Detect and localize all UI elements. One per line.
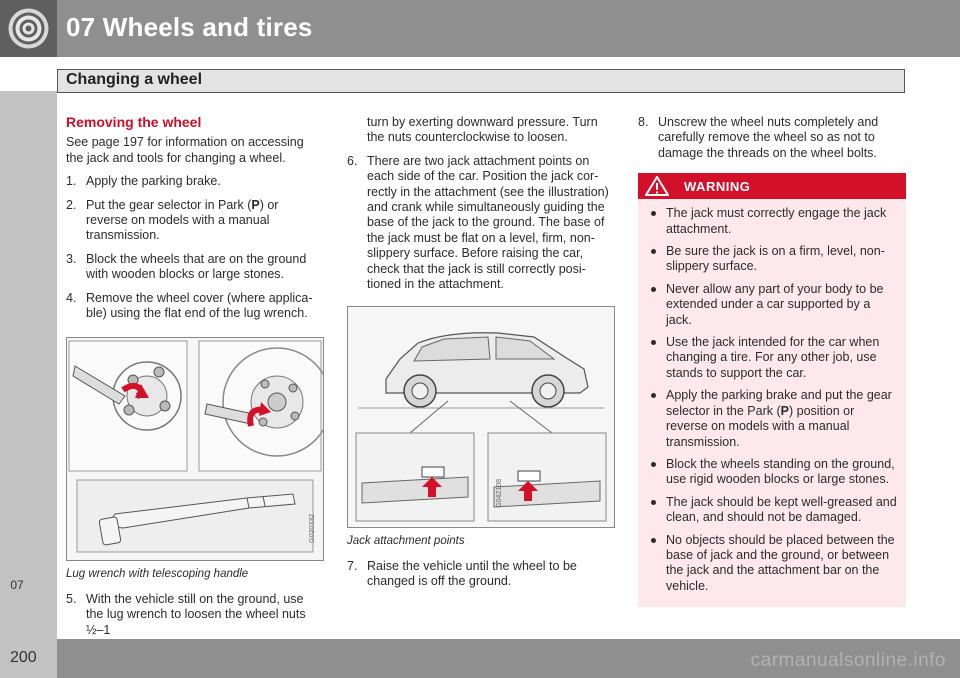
step-number: 1. [66, 174, 77, 189]
step-text: Block the wheels that are on the ground … [86, 251, 307, 282]
column-left: Removing the wheel See page 197 for info… [66, 114, 332, 646]
step-2: 2. Put the gear selector in Park (P) or r… [66, 198, 322, 244]
step-number: 4. [66, 290, 77, 305]
warning-text: ) position or reverse on models with a m… [666, 403, 855, 449]
side-tab-label: 07 [10, 578, 24, 592]
continued-text: turn by exerting downward pressure. Turn… [367, 115, 598, 145]
step-4: 4. Remove the wheel cover (where applica-… [66, 291, 322, 322]
step-number: 3. [66, 251, 77, 266]
warning-item: The jack should be kept well-greased and… [648, 495, 898, 526]
figure-caption: Jack attachment points [347, 535, 465, 548]
step-3: 3. Block the wheels that are on the groun… [66, 252, 322, 283]
step-text: With the vehicle still on the ground, us… [86, 591, 306, 637]
watermark-text: carmanualsonline.info [750, 650, 946, 671]
step-7: 7. Raise the vehicle until the wheel to b… [347, 559, 615, 590]
step-text: Remove the wheel cover (where applica-bl… [86, 290, 313, 321]
chapter-header: 07 Wheels and tires [0, 0, 960, 57]
warning-title: WARNING [684, 179, 751, 195]
step-number: 5. [66, 591, 77, 606]
step-text: There are two jack attachment points on … [367, 153, 609, 292]
step-number: 6. [347, 153, 358, 168]
park-key: P [251, 197, 260, 212]
warning-item: The jack must correctly engage the jack … [648, 206, 898, 237]
footer-tab: 200 [0, 639, 57, 678]
subheading-removing-wheel: Removing the wheel [66, 114, 202, 130]
step-5: 5. With the vehicle still on the ground, … [66, 592, 322, 638]
section-title: Changing a wheel [66, 71, 203, 88]
warning-item: Never allow any part of your body to be … [648, 282, 898, 328]
tire-icon [8, 8, 49, 49]
section-bar: Changing a wheel [57, 69, 905, 93]
warning-list: The jack must correctly engage the jack … [638, 199, 906, 594]
column-right: 8. Unscrew the wheel nuts completely and … [638, 115, 906, 608]
warning-item: No objects should be placed between the … [648, 533, 898, 595]
chapter-side-tab: 07 [0, 91, 57, 639]
step-8: 8. Unscrew the wheel nuts completely and … [638, 115, 906, 161]
warning-item: Apply the parking brake and put the gear… [648, 388, 898, 450]
step-text: Apply the parking brake. [86, 174, 221, 189]
figure-code: G042108 [496, 479, 503, 509]
warning-triangle-icon [645, 176, 669, 197]
intro-paragraph: See page 197 for information on accessin… [66, 135, 304, 165]
step-number: 7. [347, 558, 358, 573]
lug-wrench-illustration: G020332 [66, 337, 332, 562]
step-6: 6. There are two jack attachment points o… [347, 154, 615, 293]
page-footer: 200 carmanualsonline.info [0, 639, 960, 678]
column-middle: turn by exerting downward pressure. Turn… [347, 115, 615, 598]
warning-item: Use the jack intended for the car when c… [648, 335, 898, 381]
figure-caption: Lug wrench with telescoping handle [66, 568, 249, 581]
park-key: P [780, 403, 789, 418]
wheel-badge [0, 0, 57, 57]
car-jack-points-drawing [348, 307, 614, 528]
lug-wrench-drawing [67, 338, 332, 561]
step-1: 1. Apply the parking brake. [66, 174, 322, 189]
warning-item: Be sure the jack is on a firm, level, no… [648, 244, 898, 275]
warning-header: WARNING [638, 173, 906, 200]
step-number: 2. [66, 197, 77, 212]
chapter-title: 07 Wheels and tires [66, 12, 313, 42]
page-number: 200 [10, 649, 37, 666]
step-text: Unscrew the wheel nuts completely and ca… [658, 115, 879, 160]
step-text: ) or reverse on models with a manual tra… [86, 197, 279, 243]
step-text: Put the gear selector in Park ( [86, 197, 252, 212]
warning-box: WARNING The jack must correctly engage t… [638, 173, 906, 608]
step-number: 8. [638, 115, 649, 129]
step-text: Raise the vehicle until the wheel to be … [367, 558, 577, 589]
warning-text: Apply the parking brake and put the gear… [666, 388, 892, 418]
jack-points-illustration: G042108 [347, 306, 615, 529]
warning-item: Block the wheels standing on the ground,… [648, 457, 898, 488]
figure-code: G020332 [309, 514, 316, 544]
